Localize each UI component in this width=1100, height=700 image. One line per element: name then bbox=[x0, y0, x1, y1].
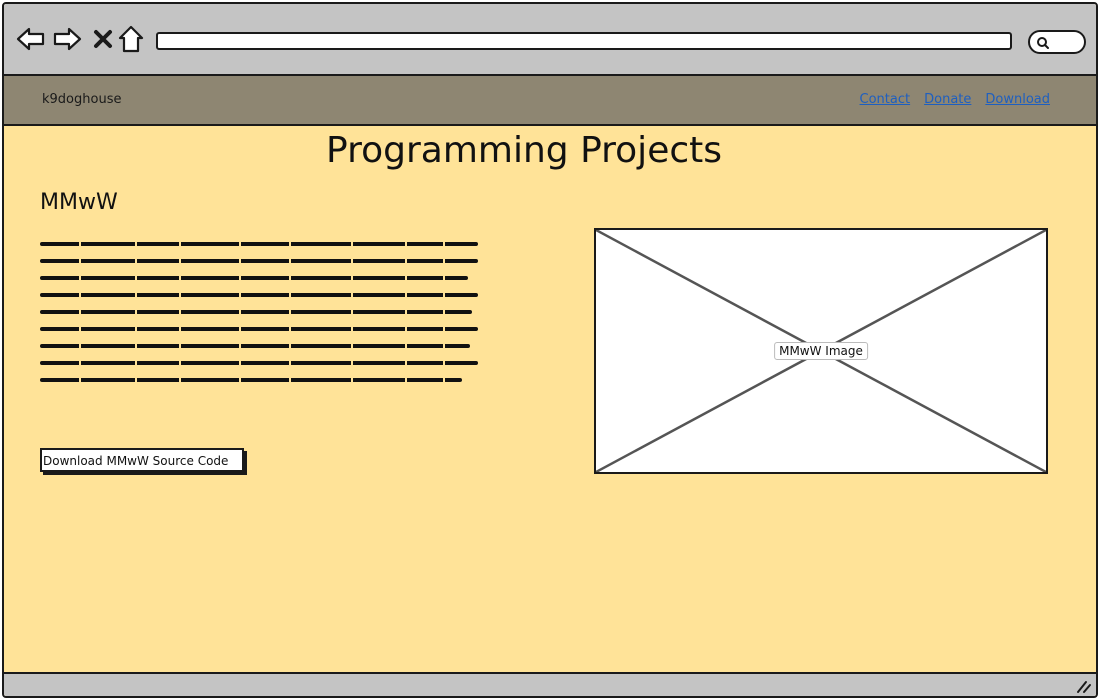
image-placeholder: MMwW Image bbox=[594, 228, 1048, 474]
page-title: Programming Projects bbox=[326, 130, 722, 171]
site-nav-links: Contact Donate Download bbox=[860, 92, 1050, 107]
project-title: MMwW bbox=[40, 190, 118, 215]
search-icon bbox=[1037, 37, 1049, 49]
arrow-right-icon bbox=[53, 27, 82, 51]
browser-search-field[interactable] bbox=[1028, 30, 1086, 54]
site-brand[interactable]: k9doghouse bbox=[42, 92, 122, 107]
address-bar[interactable] bbox=[156, 32, 1012, 50]
status-bar bbox=[4, 672, 1096, 696]
back-button[interactable] bbox=[16, 24, 46, 54]
resize-grip-icon[interactable] bbox=[1076, 680, 1092, 694]
placeholder-text-block bbox=[40, 238, 478, 386]
nav-link-download[interactable]: Download bbox=[985, 92, 1050, 107]
home-button[interactable] bbox=[116, 24, 146, 54]
browser-chrome bbox=[4, 4, 1096, 76]
forward-button[interactable] bbox=[52, 24, 82, 54]
stop-button[interactable] bbox=[88, 24, 118, 54]
nav-link-contact[interactable]: Contact bbox=[859, 92, 911, 107]
home-icon bbox=[118, 25, 144, 53]
nav-link-donate[interactable]: Donate bbox=[924, 92, 972, 107]
site-navbar: k9doghouse Contact Donate Download bbox=[4, 76, 1096, 126]
image-label: MMwW Image bbox=[774, 342, 868, 360]
arrow-left-icon bbox=[16, 27, 45, 51]
download-source-button[interactable]: Download MMwW Source Code bbox=[40, 448, 244, 472]
close-icon bbox=[94, 30, 112, 48]
